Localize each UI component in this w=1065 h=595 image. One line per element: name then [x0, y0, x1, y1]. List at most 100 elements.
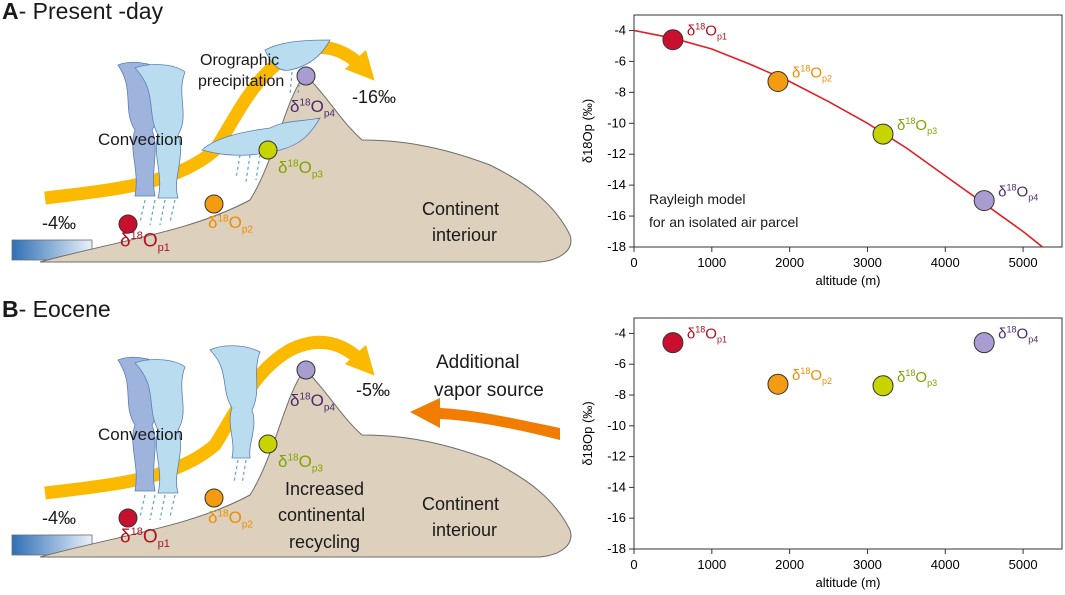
sample-p1: p1: [157, 242, 170, 255]
chart-a-note-line2: for an isolated air parcel: [649, 214, 799, 230]
data-point-p3: [872, 375, 894, 397]
data-point-p1: [662, 332, 684, 354]
panel-a-landmass: [39, 73, 572, 263]
data-label-p1: δ18Op1: [687, 22, 727, 42]
panel-b-p2-marker: [204, 488, 224, 508]
x-tick-label: 4000: [931, 255, 960, 270]
y-tick-label: -18: [607, 239, 626, 254]
x-tick-label: 3000: [853, 255, 882, 270]
panel-a-orographic-label: Orographic: [200, 52, 280, 69]
element-symbol: O: [310, 97, 324, 116]
mass-number: 18: [130, 526, 143, 538]
y-tick-label: -6: [614, 356, 626, 371]
panel-a-convection-label: Convection: [98, 130, 184, 149]
delta-symbol: δ: [278, 158, 288, 177]
panel-a-letter: A: [2, 0, 19, 24]
panel-b-p1-label: δ18Op1: [120, 526, 170, 550]
data-label-p3: δ18Op3: [897, 116, 937, 136]
panel-a-diagram: [11, 39, 572, 263]
panel-b-p2-label: δ18Op2: [208, 508, 253, 530]
mass-number: 18: [299, 391, 311, 403]
panel-b-recycling-line1: Increased: [285, 479, 365, 499]
panel-a-oro-cloud: [201, 117, 321, 156]
panel-a-p2-label: δ18Op2: [208, 213, 253, 235]
mass-number: 18: [130, 230, 143, 242]
panel-b-landmass: [39, 368, 572, 558]
x-tick-label: 2000: [775, 255, 804, 270]
x-axis-label: altitude (m): [815, 575, 880, 590]
y-tick-label: -10: [607, 418, 626, 433]
mass-number: 18: [217, 508, 229, 520]
element-symbol: O: [142, 230, 158, 252]
panel-b-interior-line1: Continent: [422, 494, 500, 514]
panel-a-title: A- Present -day: [2, 0, 163, 25]
y-tick-label: -12: [607, 449, 626, 464]
x-tick-label: 5000: [1009, 255, 1038, 270]
sample-p4: p4: [323, 108, 335, 120]
delta-symbol: δ: [120, 230, 131, 252]
panel-a-p2-marker: [204, 194, 224, 214]
data-label-p4: δ18Op4: [998, 325, 1038, 345]
y-axis-label: δ18Op (‰): [580, 401, 595, 465]
panel-b-recycling-line3: recycling: [289, 532, 361, 552]
x-axis-label: altitude (m): [815, 273, 880, 288]
data-point-p2: [767, 71, 789, 93]
panel-b-cloud-front: [134, 359, 186, 494]
panel-b-p3-label: δ18Op3: [278, 452, 323, 474]
panel-b-vapor-line2: vapor source: [434, 380, 544, 401]
x-tick-label: 4000: [931, 557, 960, 572]
mass-number: 18: [287, 158, 299, 170]
sample-p3: p3: [311, 169, 323, 181]
mass-number: 18: [287, 452, 299, 464]
y-tick-label: -4: [614, 325, 626, 340]
element-symbol: O: [228, 213, 242, 232]
element-symbol: O: [298, 158, 312, 177]
y-tick-label: -16: [607, 510, 626, 525]
data-label-p3: δ18Op3: [897, 368, 937, 388]
data-point-p4: [973, 190, 995, 212]
data-label-p4: δ18Op4: [998, 183, 1038, 203]
y-tick-label: -6: [614, 53, 626, 68]
panel-b-summit-value: -5‰: [356, 380, 391, 400]
panel-a-p3-marker: [258, 140, 278, 160]
plot-frame: [633, 317, 1063, 550]
plot-frame: [633, 14, 1063, 248]
element-symbol: O: [298, 452, 312, 471]
x-tick-label: 1000: [697, 557, 726, 572]
panel-a-sea-value: -4‰: [42, 213, 77, 233]
panel-b-recycling-line2: continental: [278, 505, 366, 525]
data-label-p2: δ18Op2: [792, 366, 832, 386]
panel-a-p4-marker: [296, 66, 316, 86]
y-tick-label: -8: [614, 387, 626, 402]
panel-b-p4-label: δ18Op4: [290, 391, 335, 413]
delta-symbol: δ: [278, 452, 288, 471]
panel-b-p3-marker: [258, 434, 278, 454]
sample-p4: p4: [323, 402, 335, 414]
element-symbol: O: [228, 508, 242, 527]
sample-p1: p1: [157, 538, 170, 551]
delta-symbol: δ: [290, 391, 300, 410]
y-tick-label: -4: [614, 22, 626, 37]
panel-b-p4-marker: [296, 360, 316, 380]
x-tick-label: 0: [630, 255, 637, 270]
x-tick-label: 2000: [775, 557, 804, 572]
data-point-p3: [872, 123, 894, 145]
sample-p2: p2: [241, 519, 253, 531]
panel-b-subtitle: - Eocene: [18, 296, 111, 322]
panel-a-interior-line1: Continent: [422, 199, 500, 219]
panel-a-interior-line2: interiour: [432, 225, 498, 245]
panel-b-vapor-arrow: [410, 398, 560, 440]
panel-b-title: B- Eocene: [2, 296, 111, 323]
panel-a-summit-cloud: [264, 39, 331, 71]
panel-b-convection-label: Convection: [98, 425, 184, 444]
panel-b-diagram: [11, 335, 572, 558]
panel-a-rain: [139, 71, 301, 226]
panel-b-mid-cloud: [209, 345, 261, 459]
panel-b-letter: B: [2, 296, 19, 322]
data-label-p2: δ18Op2: [792, 64, 832, 84]
x-tick-label: 3000: [853, 557, 882, 572]
panel-a-p1-label: δ18Op1: [120, 230, 170, 254]
element-symbol: O: [142, 526, 158, 548]
